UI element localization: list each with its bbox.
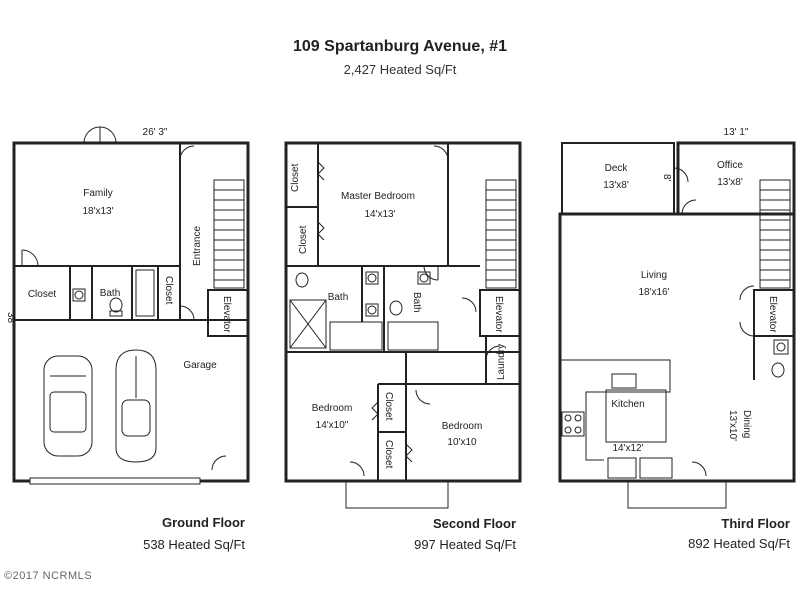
ground-stairs (214, 189, 244, 281)
entrance-label: Entrance (192, 226, 203, 266)
third-stairs (760, 189, 790, 281)
copyright-watermark: ©2017 NCRMLS (4, 570, 93, 582)
ground-floor-plan (12, 126, 250, 485)
plan-title: 109 Spartanburg Avenue, #1 (293, 38, 507, 55)
family-label: Family (83, 188, 112, 199)
bath-a-label: Bath (328, 292, 349, 303)
third-floor-plan (558, 141, 796, 509)
closet-c-label: Closet (383, 392, 394, 421)
ground-closet2-label: Closet (163, 276, 174, 305)
office-label: Office (717, 160, 743, 171)
second-elevator-label: Elevator (493, 296, 504, 333)
second-floor-sqft: 997 Heated Sq/Ft (414, 537, 516, 552)
bedroom2-label: Bedroom (442, 421, 483, 432)
garage-label: Garage (183, 360, 217, 371)
bedroom2-size: 10'x10 (447, 437, 477, 448)
plan-subtitle: 2,427 Heated Sq/Ft (343, 62, 457, 77)
kitchen-label: Kitchen (611, 399, 644, 410)
ground-width-dim: 26' 3" (143, 127, 168, 138)
bedroom1-size: 14'x10" (316, 420, 349, 431)
bedroom1-label: Bedroom (312, 403, 353, 414)
ground-floor-name: Ground Floor (162, 515, 245, 530)
deck-dimension: 8' (661, 174, 672, 182)
living-label: Living (641, 270, 667, 281)
third-elevator-label: Elevator (767, 296, 778, 333)
ground-bath-label: Bath (100, 288, 121, 299)
living-size: 18'x16' (638, 287, 669, 298)
ground-elevator-label: Elevator (221, 296, 232, 333)
second-stairs (486, 189, 516, 281)
garage-car-right (115, 349, 157, 463)
deck-label: Deck (605, 163, 629, 174)
closet-b-label: Closet (298, 225, 309, 254)
second-floor-name: Second Floor (433, 516, 516, 531)
laundry-label: Laundry (496, 344, 507, 380)
kitchen-size: 14'x12' (612, 443, 643, 454)
ground-depth-dim: 38' (5, 312, 16, 325)
closet-a-label: Closet (290, 163, 301, 192)
ground-floor-sqft: 538 Heated Sq/Ft (143, 537, 245, 552)
office-size: 13'x8' (717, 177, 743, 188)
third-floor-sqft: 892 Heated Sq/Ft (688, 536, 790, 551)
master-bedroom-label: Master Bedroom (341, 191, 415, 202)
family-size: 18'x13' (82, 206, 113, 217)
dining-size: 13'x10' (727, 410, 738, 441)
second-floor-plan (284, 141, 522, 509)
dining-label: Dining (741, 410, 752, 438)
closet-d-label: Closet (383, 440, 394, 469)
ground-closet-label: Closet (28, 289, 57, 300)
third-outer-wall (558, 212, 796, 483)
deck-size: 13'x8' (603, 180, 629, 191)
third-floor-name: Third Floor (721, 516, 790, 531)
bath-b-label: Bath (411, 292, 422, 313)
master-bedroom-size: 14'x13' (364, 209, 395, 220)
garage-car-left (43, 355, 93, 457)
third-width-dim: 13' 1" (724, 127, 749, 138)
